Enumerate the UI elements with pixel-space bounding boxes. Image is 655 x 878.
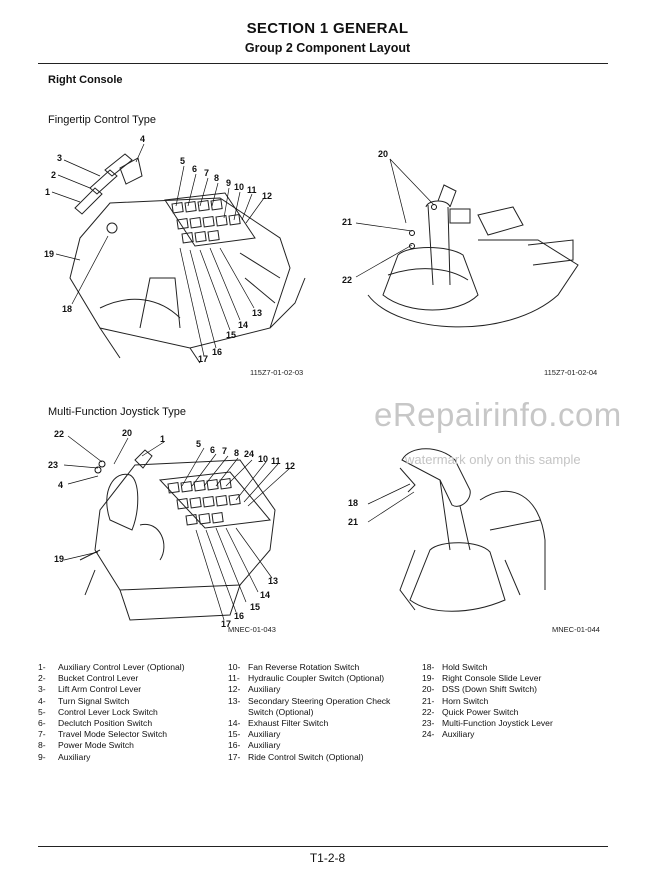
- bottom-rule: [38, 846, 608, 847]
- legend-column-1: 1-Auxiliary Control Lever (Optional) 2-B…: [38, 662, 185, 763]
- figure-code-115Z7-01-02-03: 115Z7-01-02-03: [250, 368, 304, 377]
- callout-20: 20: [122, 428, 132, 438]
- callout-8: 8: [214, 173, 219, 183]
- callout-12: 12: [285, 461, 295, 471]
- callout-14: 14: [260, 590, 270, 600]
- callout-18: 18: [348, 498, 358, 508]
- callout-15: 15: [250, 602, 260, 612]
- legend-item: 1-Auxiliary Control Lever (Optional): [38, 662, 185, 672]
- callout-3: 3: [57, 153, 62, 163]
- callout-17: 17: [198, 354, 208, 364]
- figure-code-MNEC-01-043: MNEC-01-043: [228, 625, 276, 634]
- legend-item: 5-Control Lever Lock Switch: [38, 706, 158, 717]
- legend-item: 23-Multi-Function Joystick Lever: [422, 718, 553, 729]
- callout-15: 15: [226, 330, 236, 340]
- legend-column-2: 10-Fan Reverse Rotation Switch 11-Hydrau…: [228, 662, 390, 763]
- legend-item: 24-Auxiliary: [422, 729, 475, 740]
- legend-item: 16-Auxiliary: [228, 740, 281, 751]
- callout-6: 6: [210, 445, 215, 455]
- legend-item: 9-Auxiliary: [38, 751, 91, 762]
- callout-10: 10: [258, 454, 268, 464]
- legend-item: 10-Fan Reverse Rotation Switch: [228, 662, 360, 672]
- callout-19: 19: [54, 554, 64, 564]
- fingertip-joystick-detail-illustration: 20 21 22: [342, 149, 579, 328]
- callout-23: 23: [48, 460, 58, 470]
- callout-18: 18: [62, 304, 72, 314]
- figure-code-MNEC-01-044: MNEC-01-044: [552, 625, 600, 634]
- callout-24: 24: [244, 449, 254, 459]
- legend-item: 21-Horn Switch: [422, 695, 489, 706]
- legend-item: 6-Declutch Position Switch: [38, 718, 153, 729]
- legend-item: 4-Turn Signal Switch: [38, 695, 130, 706]
- subheading-right-console: Right Console: [48, 74, 123, 86]
- watermark-text: eRepairinfo.com: [374, 396, 622, 433]
- legend-item: 20-DSS (Down Shift Switch): [422, 684, 538, 695]
- callout-6: 6: [192, 164, 197, 174]
- callout-8: 8: [234, 448, 239, 458]
- callout-19: 19: [44, 249, 54, 259]
- multifunction-console-illustration: 22 20 1 23 4 5 6 7 8 24 10 11 12 13 14 1…: [48, 428, 295, 629]
- legend-item: 12-Auxiliary: [228, 684, 281, 695]
- legend-item: 14-Exhaust Filter Switch: [228, 718, 329, 729]
- legend-item: Switch (Optional): [248, 706, 314, 717]
- callout-22: 22: [342, 275, 352, 285]
- callout-14: 14: [238, 320, 248, 330]
- callout-11: 11: [271, 456, 281, 466]
- callout-2: 2: [51, 170, 56, 180]
- legend-item: 19-Right Console Slide Lever: [422, 673, 542, 684]
- watermark-subtext: watermark only on this sample: [405, 452, 581, 467]
- callout-13: 13: [268, 576, 278, 586]
- callout-7: 7: [204, 168, 209, 178]
- callout-21: 21: [342, 217, 352, 227]
- multifunction-title: Multi-Function Joystick Type: [48, 406, 186, 418]
- callout-4: 4: [58, 480, 63, 490]
- callout-13: 13: [252, 308, 262, 318]
- legend-item: 2-Bucket Control Lever: [38, 673, 139, 684]
- legend-item: 22-Quick Power Switch: [422, 706, 519, 717]
- callout-1: 1: [45, 187, 50, 197]
- figure-code-115Z7-01-02-04: 115Z7-01-02-04: [544, 368, 598, 377]
- group-title: Group 2 Component Layout: [244, 41, 411, 55]
- callout-5: 5: [196, 439, 201, 449]
- fingertip-console-illustration: 4 3 2 1 5 6 7 8 9 10 11 12 13 14 15 16 1…: [44, 134, 306, 364]
- legend-item: 13-Secondary Steering Operation Check: [228, 695, 391, 706]
- callout-20: 20: [378, 149, 388, 159]
- callout-22: 22: [54, 429, 64, 439]
- legend-item: 8-Power Mode Switch: [38, 740, 134, 751]
- legend-item: 17-Ride Control Switch (Optional): [228, 751, 364, 762]
- callout-4: 4: [140, 134, 145, 144]
- callout-21: 21: [348, 517, 358, 527]
- callout-5: 5: [180, 156, 185, 166]
- callout-17: 17: [221, 619, 231, 629]
- callout-1: 1: [160, 434, 165, 444]
- legend-column-3: 18-Hold Switch 19-Right Console Slide Le…: [422, 662, 553, 740]
- page-number: T1-2-8: [309, 851, 346, 865]
- section-title: SECTION 1 GENERAL: [246, 20, 409, 37]
- callout-9: 9: [226, 178, 231, 188]
- callout-11: 11: [247, 185, 257, 195]
- legend-item: 3-Lift Arm Control Lever: [38, 684, 142, 695]
- multifunction-joystick-detail-illustration: 18 21: [348, 448, 546, 612]
- legend-item: 7-Travel Mode Selector Switch: [38, 729, 168, 740]
- legend-item: 18-Hold Switch: [422, 662, 488, 672]
- top-rule: [38, 63, 608, 64]
- callout-12: 12: [262, 191, 272, 201]
- callout-7: 7: [222, 446, 227, 456]
- fingertip-title: Fingertip Control Type: [48, 114, 157, 126]
- legend-item: 15-Auxiliary: [228, 729, 281, 740]
- legend-item: 11-Hydraulic Coupler Switch (Optional): [228, 673, 385, 684]
- callout-16: 16: [234, 611, 244, 621]
- callout-10: 10: [234, 182, 244, 192]
- callout-16: 16: [212, 347, 222, 357]
